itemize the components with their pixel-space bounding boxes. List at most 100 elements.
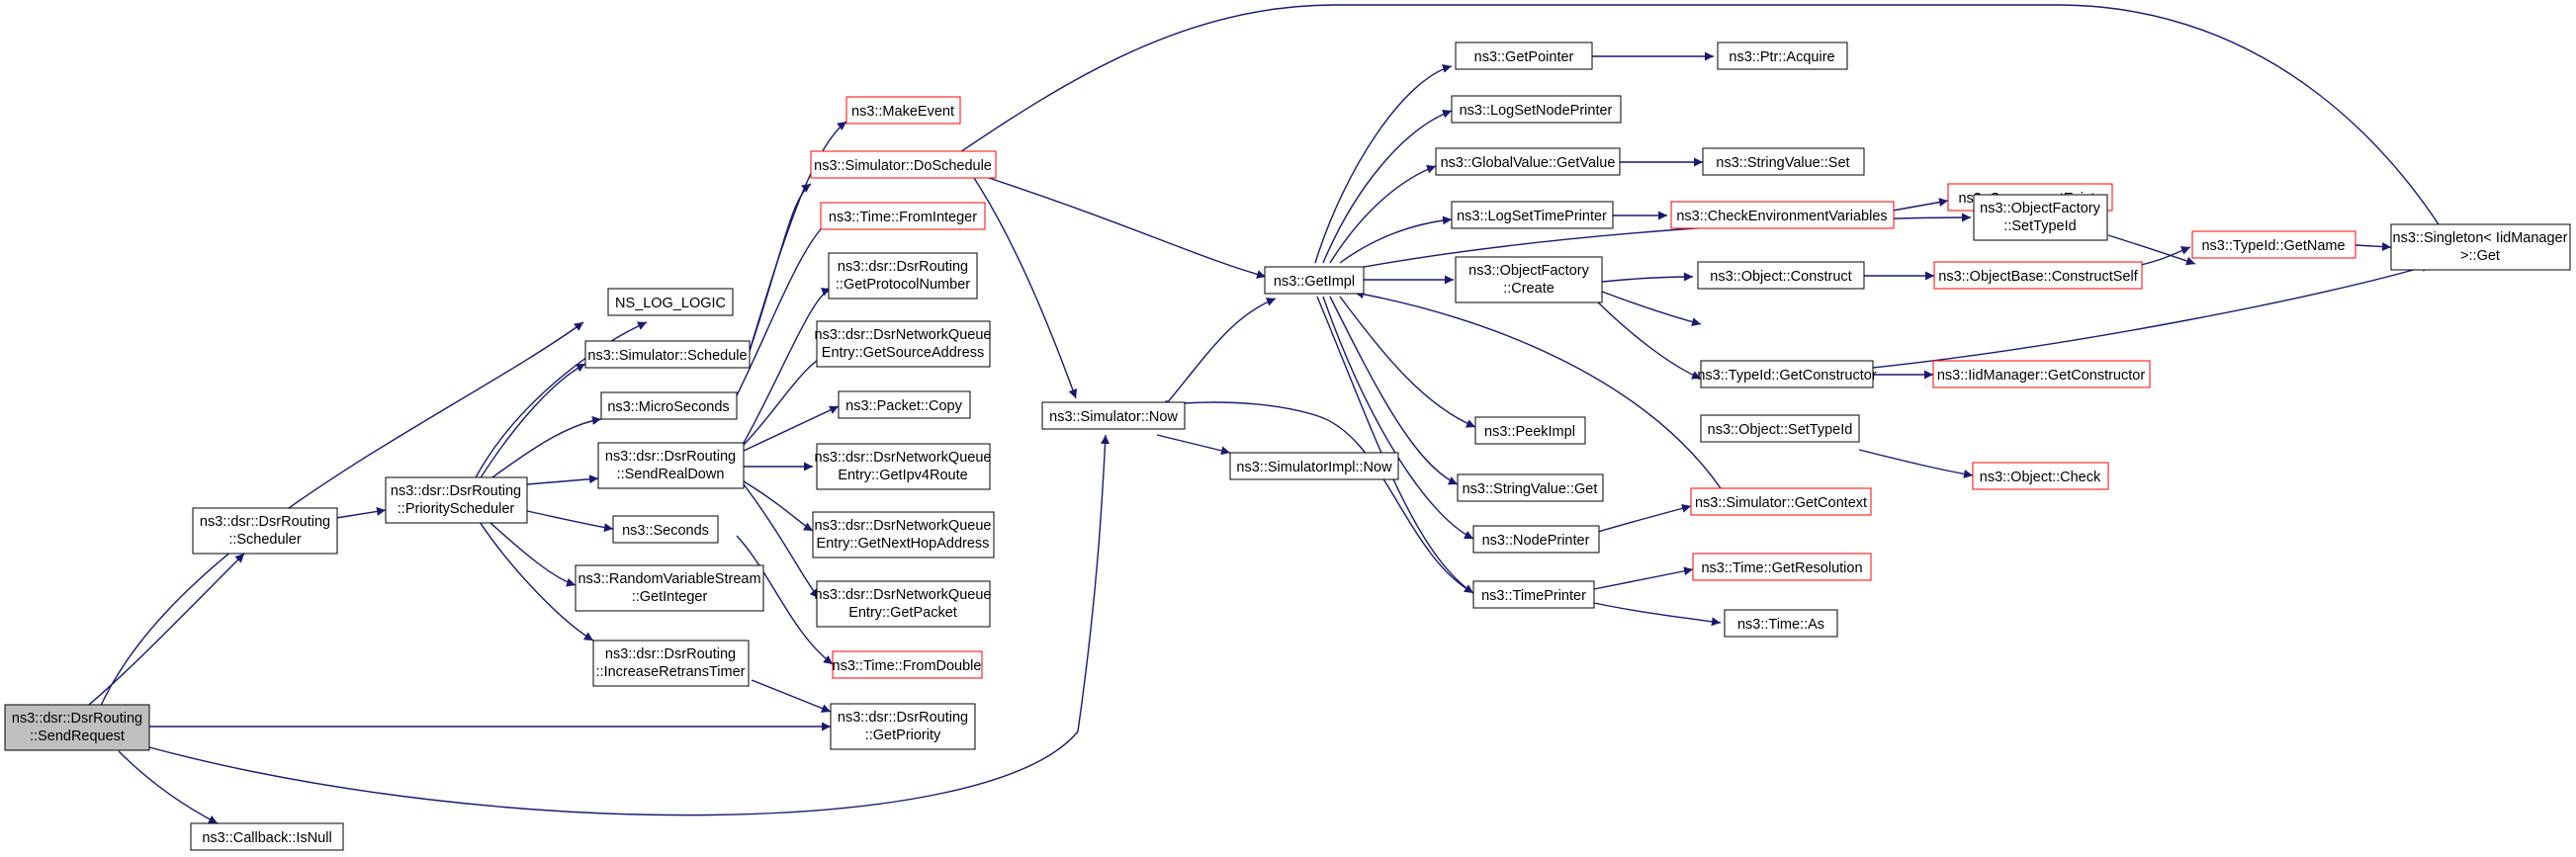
node-send-request[interactable]: ns3::dsr::DsrRouting ::SendRequest xyxy=(4,704,150,751)
node-send-real-down[interactable]: ns3::dsr::DsrRouting ::SendRealDown xyxy=(597,442,745,489)
node-label: Entry::GetSourceAddress xyxy=(822,345,984,361)
node-simulatorimpl-now[interactable]: ns3::SimulatorImpl::Now xyxy=(1229,452,1399,480)
node-singleton-get[interactable]: ns3::Singleton< IidManager >::Get xyxy=(2390,223,2571,271)
node-label: Entry::GetPacket xyxy=(848,605,957,621)
node-label: ns3::Object::Check xyxy=(1980,470,2101,485)
node-label: ns3::LogSetNodePrinter xyxy=(1460,103,1613,119)
node-objectbase-construct-self[interactable]: ns3::ObjectBase::ConstructSelf xyxy=(1933,261,2143,290)
node-microseconds[interactable]: ns3::MicroSeconds xyxy=(600,391,738,420)
node-label: ns3::Packet::Copy xyxy=(845,398,962,414)
node-object-set-typeid[interactable]: ns3::Object::SetTypeId xyxy=(1700,414,1860,443)
node-scheduler[interactable]: ns3::dsr::DsrRouting ::Scheduler xyxy=(192,507,338,555)
node-global-value-get-value[interactable]: ns3::GlobalValue::GetValue xyxy=(1435,147,1621,176)
node-string-value-set[interactable]: ns3::StringValue::Set xyxy=(1702,147,1865,176)
node-seconds[interactable]: ns3::Seconds xyxy=(612,515,719,544)
node-get-impl[interactable]: ns3::GetImpl xyxy=(1264,266,1365,295)
node-ptr-acquire[interactable]: ns3::Ptr::Acquire xyxy=(1717,42,1848,70)
node-string-value-get[interactable]: ns3::StringValue::Get xyxy=(1457,473,1604,502)
node-simulator-now[interactable]: ns3::Simulator::Now xyxy=(1041,401,1186,430)
node-objectfactory-set-typeid[interactable]: ns3::ObjectFactory ::SetTypeId xyxy=(1973,194,2108,241)
edge-ofcreate-gettypeidconstructor xyxy=(1601,291,1702,327)
node-label: ns3::MakeEvent xyxy=(851,104,954,120)
edge-getimpl-globalvalue xyxy=(1329,164,1437,264)
node-get-ipv4-route[interactable]: ns3::dsr::DsrNetworkQueue Entry::GetIpv4… xyxy=(815,443,992,490)
node-make-event[interactable]: ns3::MakeEvent xyxy=(845,96,961,125)
node-get-source-address[interactable]: ns3::dsr::DsrNetworkQueue Entry::GetSour… xyxy=(815,320,992,368)
node-objectfactory-create[interactable]: ns3::ObjectFactory ::Create xyxy=(1455,256,1603,303)
edge-getimpl-timeprinter xyxy=(1316,296,1474,594)
node-simulator-schedule[interactable]: ns3::Simulator::Schedule xyxy=(584,340,751,369)
node-label: ns3::NodePrinter xyxy=(1482,533,1590,549)
edge-sendrealdown-protocol xyxy=(743,288,832,444)
node-label: ns3::dsr::DsrNetworkQueue xyxy=(815,518,992,534)
node-object-check[interactable]: ns3::Object::Check xyxy=(1972,462,2109,490)
node-label: ns3::TimePrinter xyxy=(1481,588,1586,604)
node-label: ::GetProtocolNumber xyxy=(836,277,970,293)
node-time-printer[interactable]: ns3::TimePrinter xyxy=(1472,580,1595,609)
node-peek-impl[interactable]: ns3::PeekImpl xyxy=(1474,416,1586,445)
node-label: ::SendRequest xyxy=(30,728,125,744)
edge-sendrequest-isnull xyxy=(118,750,219,824)
node-label: ns3::TypeId::GetName xyxy=(2201,238,2345,254)
node-log-set-node-printer[interactable]: ns3::LogSetNodePrinter xyxy=(1451,95,1622,124)
node-label: ns3::GlobalValue::GetValue xyxy=(1441,155,1616,171)
node-label: ns3::dsr::DsrRouting xyxy=(605,449,736,465)
node-ns-log-logic[interactable]: NS_LOG_LOGIC xyxy=(607,288,734,316)
node-rvs-getinteger[interactable]: ns3::RandomVariableStream ::GetInteger xyxy=(575,564,764,612)
edge-seconds-fromdouble xyxy=(736,535,834,665)
edge-timeprinter-as xyxy=(1593,602,1722,627)
node-label: ns3::dsr::DsrRouting xyxy=(12,711,142,727)
node-label: ns3::ObjectFactory xyxy=(1980,201,2100,216)
node-label: NS_LOG_LOGIC xyxy=(615,296,726,311)
node-label: >::Get xyxy=(2460,248,2500,264)
node-do-schedule[interactable]: ns3::Simulator::DoSchedule xyxy=(810,150,997,179)
node-label: ns3::SimulatorImpl::Now xyxy=(1236,460,1392,475)
edge-getimpl-logtimeprinter xyxy=(1339,215,1453,264)
node-get-packet[interactable]: ns3::dsr::DsrNetworkQueue Entry::GetPack… xyxy=(815,580,992,628)
node-packet-copy[interactable]: ns3::Packet::Copy xyxy=(838,390,971,419)
node-label: ::SetTypeId xyxy=(2003,218,2076,234)
node-iidmanager-get-constructor[interactable]: ns3::IidManager::GetConstructor xyxy=(1932,360,2151,388)
edge-checkenv-componentexists xyxy=(1892,198,1949,212)
node-get-protocol-number[interactable]: ns3::dsr::DsrRouting ::GetProtocolNumber xyxy=(828,252,978,300)
node-label: ns3::Time::GetResolution xyxy=(1701,560,1862,576)
node-increase-retrans-timer[interactable]: ns3::dsr::DsrRouting ::IncreaseRetransTi… xyxy=(592,640,750,687)
node-node-printer[interactable]: ns3::NodePrinter xyxy=(1472,525,1600,554)
node-time-as[interactable]: ns3::Time::As xyxy=(1724,609,1838,638)
node-label: ns3::ObjectBase::ConstructSelf xyxy=(1938,269,2138,285)
edge-nodeprinter-getcontext xyxy=(1597,503,1692,533)
node-get-pointer[interactable]: ns3::GetPointer xyxy=(1455,42,1593,70)
node-label: ::IncreaseRetransTimer xyxy=(596,664,746,680)
node-time-get-resolution[interactable]: ns3::Time::GetResolution xyxy=(1692,553,1872,581)
edge-priority-seconds xyxy=(526,510,614,533)
node-callback-isnull[interactable]: ns3::Callback::IsNull xyxy=(190,822,344,851)
node-label: ns3::dsr::DsrNetworkQueue xyxy=(815,327,992,343)
node-get-priority[interactable]: ns3::dsr::DsrRouting ::GetPriority xyxy=(830,703,976,750)
node-from-double[interactable]: ns3::Time::FromDouble xyxy=(832,650,983,679)
node-priority-scheduler[interactable]: ns3::dsr::DsrRouting ::PriorityScheduler xyxy=(385,476,528,524)
edge-gettypeidconstructor-singleton xyxy=(1872,263,2432,369)
node-check-environment-variables[interactable]: ns3::CheckEnvironmentVariables xyxy=(1670,201,1895,229)
node-log-set-time-printer[interactable]: ns3::LogSetTimePrinter xyxy=(1451,201,1614,229)
node-label: ns3::Ptr::Acquire xyxy=(1729,49,1834,65)
node-get-next-hop-address[interactable]: ns3::dsr::DsrNetworkQueue Entry::GetNext… xyxy=(812,511,995,558)
node-typeid-get-constructor[interactable]: ns3::TypeId::GetConstructor xyxy=(1697,360,1877,388)
node-label: ns3::IidManager::GetConstructor xyxy=(1937,368,2146,384)
node-label: ::Create xyxy=(1503,281,1554,297)
edge-ofcreate-objectsettypeid xyxy=(1591,296,1702,380)
edge-sendrealdown-copy xyxy=(743,405,840,452)
node-label: ns3::Callback::IsNull xyxy=(202,830,331,846)
node-from-integer[interactable]: ns3::Time::FromInteger xyxy=(820,202,986,230)
node-object-construct[interactable]: ns3::Object::Construct xyxy=(1697,261,1865,290)
node-simulator-get-context[interactable]: ns3::Simulator::GetContext xyxy=(1690,487,1872,516)
node-label: ns3::dsr::DsrNetworkQueue xyxy=(815,587,992,603)
node-label: ns3::Time::FromInteger xyxy=(829,210,977,225)
edge-getcontext-getimpl xyxy=(1354,290,1722,489)
node-label: ns3::Object::SetTypeId xyxy=(1708,422,1853,438)
edge-sendrequest-scheduler xyxy=(82,553,245,711)
edge-timeprinter-simnow xyxy=(1158,399,1474,594)
node-label: ns3::Object::Construct xyxy=(1710,269,1851,285)
node-typeid-getname[interactable]: ns3::TypeId::GetName xyxy=(2191,230,2356,259)
node-label: ns3::dsr::DsrNetworkQueue xyxy=(815,450,992,466)
